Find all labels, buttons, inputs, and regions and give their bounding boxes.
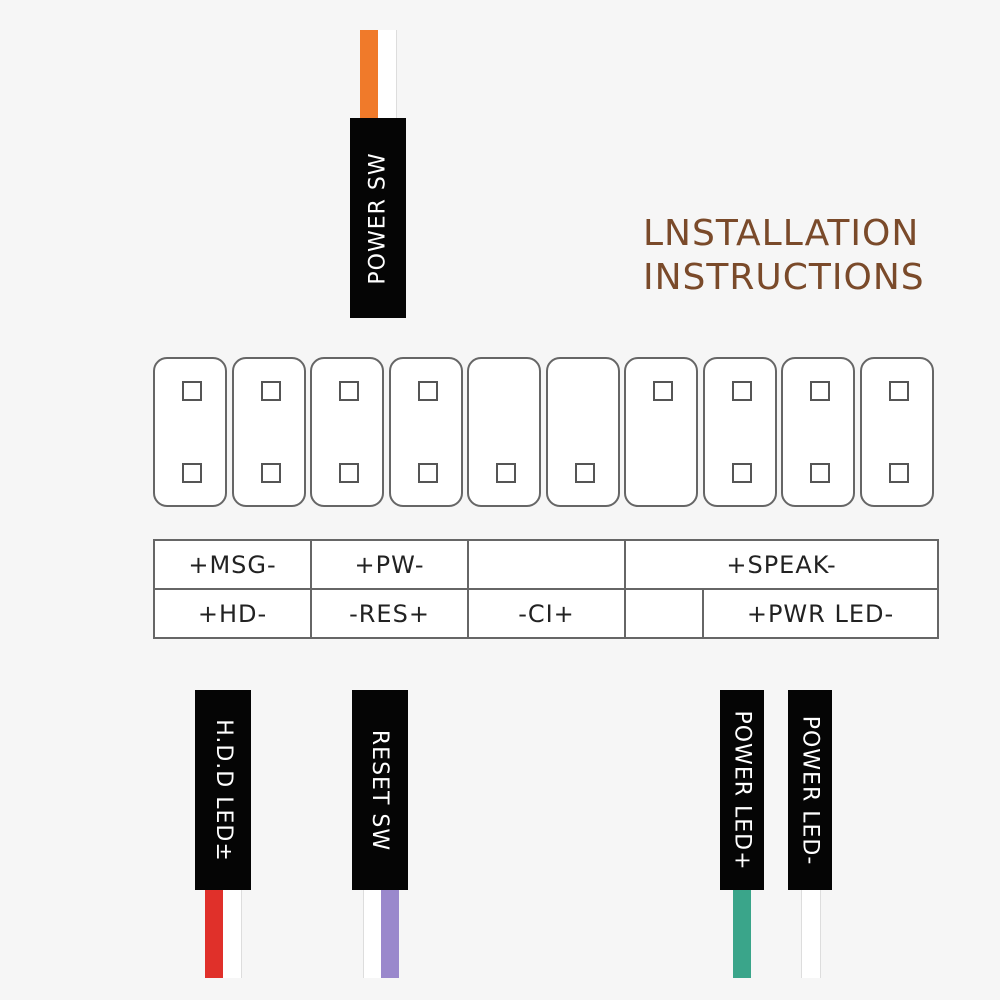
legend-blank-top	[467, 539, 626, 590]
pin-block-5	[467, 357, 541, 507]
reset-sw-wire-purple	[381, 890, 399, 978]
title-line-2: INSTRUCTIONS	[643, 257, 925, 298]
pin-top-8	[732, 381, 752, 401]
pin-top-10	[889, 381, 909, 401]
power-sw-wire-orange	[360, 30, 378, 120]
reset-sw-label: RESET SW	[367, 729, 393, 851]
pin-bottom-9	[810, 463, 830, 483]
pin-block-7	[624, 357, 698, 507]
legend-res: -RES+	[310, 588, 469, 639]
legend-ci: -CI+	[467, 588, 626, 639]
pin-legend-table: +MSG- +PW- +SPEAK- +HD- -RES+ -CI+ +PWR …	[153, 539, 939, 639]
pin-top-1	[182, 381, 202, 401]
power-led-minus-label: POWER LED-	[797, 715, 823, 865]
hdd-led-label: H.D.D LED±	[210, 718, 236, 862]
pin-block-3	[310, 357, 384, 507]
pin-top-7	[653, 381, 673, 401]
pin-block-9	[781, 357, 855, 507]
pin-top-2	[261, 381, 281, 401]
power-led-minus-connector: POWER LED-	[788, 690, 832, 890]
power-led-plus-label: POWER LED+	[729, 709, 755, 871]
pin-bottom-8	[732, 463, 752, 483]
pin-block-8	[703, 357, 777, 507]
pin-bottom-6	[575, 463, 595, 483]
pin-bottom-3	[339, 463, 359, 483]
legend-row-bottom: +HD- -RES+ -CI+ +PWR LED-	[153, 588, 939, 639]
pin-bottom-1	[182, 463, 202, 483]
pin-top-9	[810, 381, 830, 401]
legend-speak: +SPEAK-	[624, 539, 939, 590]
pin-bottom-5	[496, 463, 516, 483]
legend-pw: +PW-	[310, 539, 469, 590]
hdd-led-wire-red	[205, 890, 223, 978]
power-sw-wire-white	[378, 30, 397, 120]
power-led-plus-connector: POWER LED+	[720, 690, 764, 890]
title-line-1: LNSTALLATION	[643, 213, 920, 254]
pin-block-1	[153, 357, 227, 507]
pin-block-10	[860, 357, 934, 507]
hdd-led-wire-white	[223, 890, 242, 978]
power-sw-label: POWER SW	[365, 151, 391, 285]
legend-blank-bottom	[624, 588, 704, 639]
reset-sw-wire-white	[363, 890, 382, 978]
legend-row-top: +MSG- +PW- +SPEAK-	[153, 539, 939, 590]
legend-pwr-led: +PWR LED-	[702, 588, 939, 639]
pin-bottom-2	[261, 463, 281, 483]
reset-sw-connector: RESET SW	[352, 690, 408, 890]
pin-block-6	[546, 357, 620, 507]
pin-block-4	[389, 357, 463, 507]
pin-bottom-10	[889, 463, 909, 483]
power-led-plus-wire-green	[733, 890, 751, 978]
power-sw-connector: POWER SW	[350, 118, 406, 318]
legend-msg: +MSG-	[153, 539, 312, 590]
pin-block-2	[232, 357, 306, 507]
pin-top-3	[339, 381, 359, 401]
pin-bottom-4	[418, 463, 438, 483]
pin-top-4	[418, 381, 438, 401]
installation-title: LNSTALLATION INSTRUCTIONS	[643, 212, 983, 300]
hdd-led-connector: H.D.D LED±	[195, 690, 251, 890]
legend-hd: +HD-	[153, 588, 312, 639]
power-led-minus-wire-white	[801, 890, 821, 978]
